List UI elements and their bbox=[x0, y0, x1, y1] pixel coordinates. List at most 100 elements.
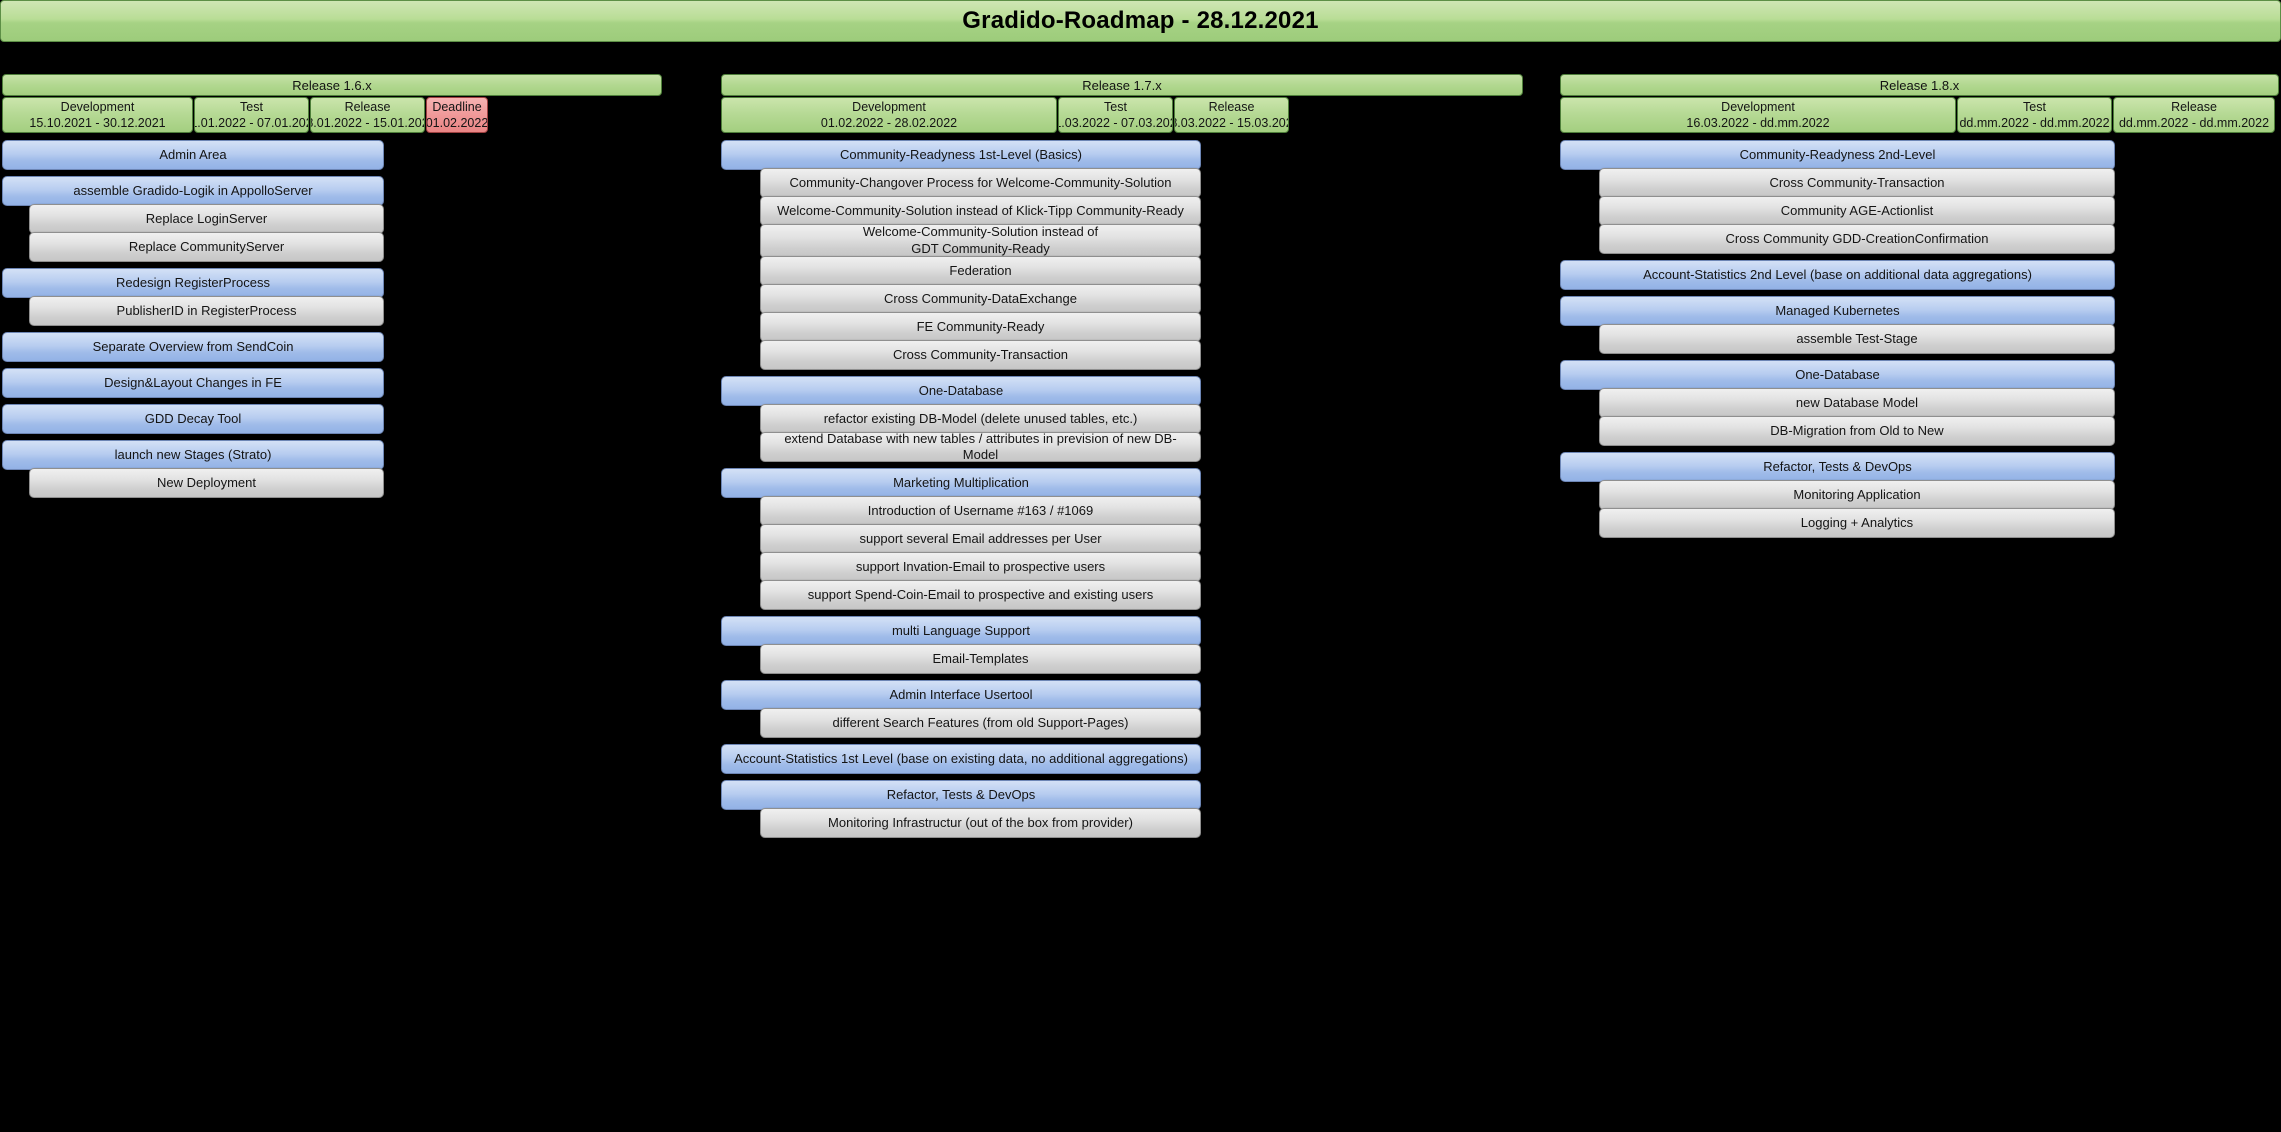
phase-dates: 16.03.2022 - dd.mm.2022 bbox=[1686, 116, 1830, 130]
phase-dates: 01.02.2022 - 28.02.2022 bbox=[820, 116, 958, 130]
phase-dates: 08.01.2022 - 15.01.2022 bbox=[311, 116, 424, 130]
phase-name: Development bbox=[60, 100, 135, 114]
task-box-parent[interactable]: Redesign RegisterProcess bbox=[2, 268, 384, 298]
phase-development: Development 15.10.2021 - 30.12.2021 bbox=[2, 97, 193, 133]
phase-release: Release08.03.2022 - 15.03.2022 bbox=[1174, 97, 1289, 133]
task-box-child[interactable]: Monitoring Application bbox=[1599, 480, 2115, 510]
task-box-child[interactable]: Cross Community GDD-CreationConfirmation bbox=[1599, 224, 2115, 254]
phase-row: Development 16.03.2022 - dd.mm.2022 Test dd… bbox=[1560, 97, 2279, 133]
release-label: Release 1.8.x bbox=[1560, 74, 2279, 96]
task-group: GDD Decay Tool bbox=[2, 404, 682, 434]
release-column-1: Release 1.6.x Development 15.10.2021 - 30… bbox=[2, 74, 682, 498]
task-box-parent[interactable]: Separate Overview from SendCoin bbox=[2, 332, 384, 362]
phase-release: Release dd.mm.2022 - dd.mm.2022 bbox=[2113, 97, 2275, 133]
release-label: Release 1.6.x bbox=[2, 74, 662, 96]
task-box-child[interactable]: Welcome-Community-Solution instead of Kl… bbox=[760, 196, 1201, 226]
task-box-child[interactable]: support Invation-Email to prospective us… bbox=[760, 552, 1201, 582]
task-box-parent[interactable]: Account-Statistics 2nd Level (base on ad… bbox=[1560, 260, 2115, 290]
task-box-child[interactable]: FE Community-Ready bbox=[760, 312, 1201, 342]
task-box-child[interactable]: Federation bbox=[760, 256, 1201, 286]
task-box-parent[interactable]: One-Database bbox=[721, 376, 1201, 406]
task-box-parent[interactable]: Admin Interface Usertool bbox=[721, 680, 1201, 710]
task-box-parent[interactable]: Community-Readyness 1st-Level (Basics) bbox=[721, 140, 1201, 170]
phase-dates: 01.02.2022 bbox=[426, 116, 488, 130]
task-group: Account-Statistics 1st Level (base on ex… bbox=[721, 744, 1523, 774]
task-box-parent[interactable]: Refactor, Tests & DevOps bbox=[1560, 452, 2115, 482]
task-box-parent[interactable]: multi Language Support bbox=[721, 616, 1201, 646]
task-box-child[interactable]: Introduction of Username #163 / #1069 bbox=[760, 496, 1201, 526]
task-box-parent[interactable]: Account-Statistics 1st Level (base on ex… bbox=[721, 744, 1201, 774]
task-box-child[interactable]: DB-Migration from Old to New bbox=[1599, 416, 2115, 446]
phase-name: Development bbox=[1721, 100, 1795, 114]
task-box-parent[interactable]: Design&Layout Changes in FE bbox=[2, 368, 384, 398]
phase-dates: dd.mm.2022 - dd.mm.2022 bbox=[2118, 116, 2270, 130]
task-box-child[interactable]: Cross Community-Transaction bbox=[1599, 168, 2115, 198]
phase-name: Release bbox=[2171, 100, 2217, 114]
task-box-child[interactable]: extend Database with new tables / attrib… bbox=[760, 432, 1201, 462]
phase-name: Test bbox=[2023, 100, 2046, 114]
phase-deadline: Deadline 01.02.2022 bbox=[426, 97, 488, 133]
task-box-parent[interactable]: Refactor, Tests & DevOps bbox=[721, 780, 1201, 810]
task-box-parent[interactable]: Community-Readyness 2nd-Level bbox=[1560, 140, 2115, 170]
phase-dates: 01.03.2022 - 07.03.2022 bbox=[1059, 116, 1172, 130]
task-box-parent[interactable]: launch new Stages (Strato) bbox=[2, 440, 384, 470]
task-box-child[interactable]: support several Email addresses per User bbox=[760, 524, 1201, 554]
task-box-child[interactable]: Logging + Analytics bbox=[1599, 508, 2115, 538]
phase-test: Test 01.03.2022 - 07.03.2022 bbox=[1058, 97, 1173, 133]
task-box-child[interactable]: PublisherID in RegisterProcess bbox=[29, 296, 384, 326]
task-box-parent[interactable]: assemble Gradido-Logik in AppolloServer bbox=[2, 176, 384, 206]
task-box-child[interactable]: Community-Changover Process for Welcome-… bbox=[760, 168, 1201, 198]
phase-test: Test01.01.2022 - 07.01.2022 bbox=[194, 97, 309, 133]
phase-dates: dd.mm.2022 - dd.mm.2022 bbox=[1959, 116, 2110, 130]
task-box-child[interactable]: New Deployment bbox=[29, 468, 384, 498]
task-box-child[interactable]: Cross Community-DataExchange bbox=[760, 284, 1201, 314]
phase-release: Release 08.01.2022 - 15.01.2022 bbox=[310, 97, 425, 133]
task-group: Community-Readyness 1st-Level (Basics)Co… bbox=[721, 140, 1523, 370]
task-box-child[interactable]: new Database Model bbox=[1599, 388, 2115, 418]
task-box-parent[interactable]: Managed Kubernetes bbox=[1560, 296, 2115, 326]
task-group: Account-Statistics 2nd Level (base on ad… bbox=[1560, 260, 2279, 290]
task-box-child[interactable]: Cross Community-Transaction bbox=[760, 340, 1201, 370]
phase-name: Release bbox=[344, 100, 391, 114]
task-box-child[interactable]: refactor existing DB-Model (delete unuse… bbox=[760, 404, 1201, 434]
task-box-child[interactable]: support Spend-Coin-Email to prospective … bbox=[760, 580, 1201, 610]
task-group: launch new Stages (Strato)New Deployment bbox=[2, 440, 682, 498]
task-box-child[interactable]: assemble Test-Stage bbox=[1599, 324, 2115, 354]
phase-dates: 15.10.2021 - 30.12.2021 bbox=[29, 116, 166, 130]
phase-name: Test bbox=[240, 100, 263, 114]
phase-development: Development 16.03.2022 - dd.mm.2022 bbox=[1560, 97, 1956, 133]
task-box-child[interactable]: Replace CommunityServer bbox=[29, 232, 384, 262]
page-title: Gradido-Roadmap - 28.12.2021 bbox=[0, 0, 2281, 42]
phase-name: Test bbox=[1104, 100, 1127, 114]
task-box-child[interactable]: Email-Templates bbox=[760, 644, 1201, 674]
task-box-child[interactable]: Monitoring Infrastructur (out of the box… bbox=[760, 808, 1201, 838]
task-box-child[interactable]: different Search Features (from old Supp… bbox=[760, 708, 1201, 738]
phase-name: Release bbox=[1208, 100, 1255, 114]
release-label: Release 1.7.x bbox=[721, 74, 1523, 96]
task-box-child[interactable]: Community AGE-Actionlist bbox=[1599, 196, 2115, 226]
task-box-parent[interactable]: GDD Decay Tool bbox=[2, 404, 384, 434]
task-box-parent[interactable]: Marketing Multiplication bbox=[721, 468, 1201, 498]
task-group: Design&Layout Changes in FE bbox=[2, 368, 682, 398]
task-group: Separate Overview from SendCoin bbox=[2, 332, 682, 362]
task-box-parent[interactable]: Admin Area bbox=[2, 140, 384, 170]
phase-name: Deadline bbox=[432, 100, 482, 114]
task-group: Admin Area bbox=[2, 140, 682, 170]
task-box-child[interactable]: Replace LoginServer bbox=[29, 204, 384, 234]
task-box-parent[interactable]: One-Database bbox=[1560, 360, 2115, 390]
task-box-child[interactable]: Welcome-Community-Solution instead of GD… bbox=[760, 224, 1201, 258]
